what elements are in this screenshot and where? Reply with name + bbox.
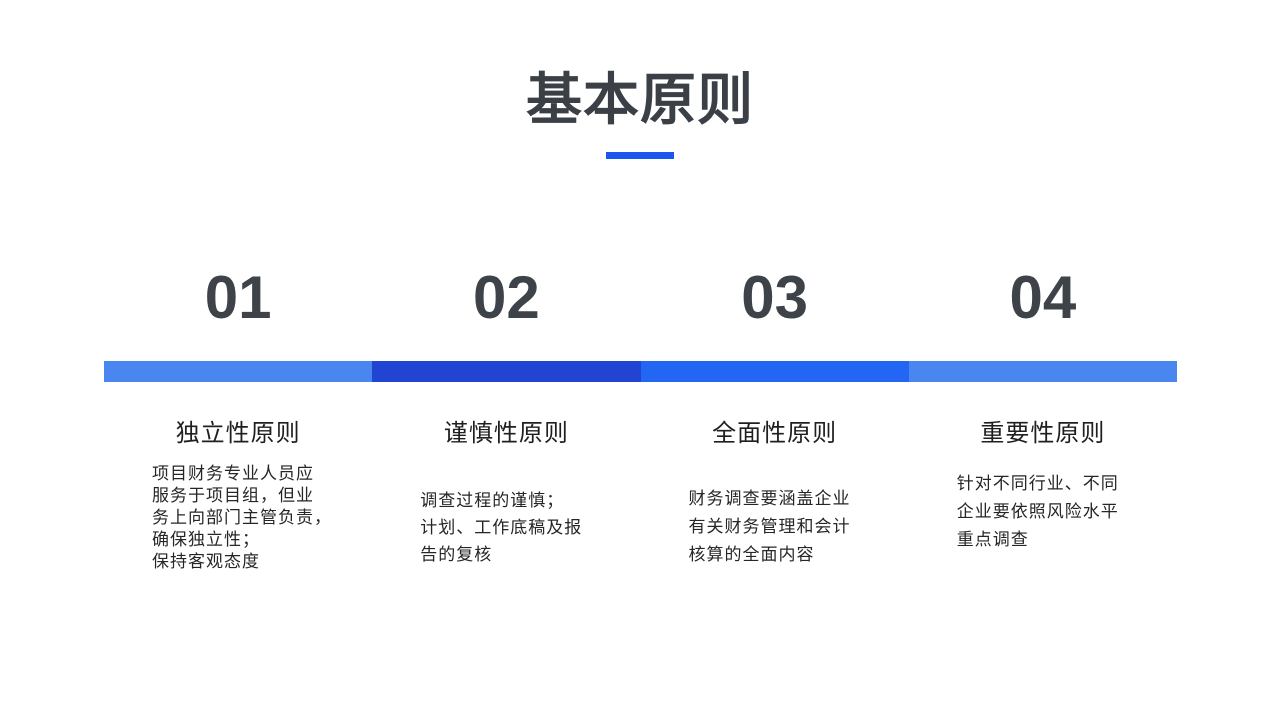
numbers-row: 01 02 03 04 <box>104 266 1177 330</box>
bar-segment-3 <box>640 361 909 382</box>
principle-heading: 重要性原则 <box>980 421 1106 447</box>
page-title: 基本原则 <box>526 68 754 131</box>
principle-number-03: 03 <box>741 264 808 331</box>
bar-segment-1 <box>104 361 373 382</box>
title-underline <box>606 152 674 159</box>
principle-heading: 独立性原则 <box>175 421 301 447</box>
principle-body: 调查过程的谨慎； 计划、工作底稿及报 告的复核 <box>420 491 583 564</box>
principle-body: 项目财务专业人员应 服务于项目组，但业 务上向部门主管负责， 确保独立性； 保持… <box>152 464 332 571</box>
principle-column-materiality: 重要性原则 针对不同行业、不同 企业要依照风险水平 重点调查 <box>909 420 1177 573</box>
principle-column-independence: 独立性原则 项目财务专业人员应 服务于项目组，但业 务上向部门主管负责， 确保独… <box>104 420 372 573</box>
principle-body: 针对不同行业、不同 企业要依照风险水平 重点调查 <box>956 474 1119 549</box>
principle-heading: 谨慎性原则 <box>443 421 569 447</box>
principle-number-04: 04 <box>1009 264 1077 331</box>
principle-number-02: 02 <box>473 264 540 331</box>
principle-column-prudence: 谨慎性原则 调查过程的谨慎； 计划、工作底稿及报 告的复核 <box>372 420 640 573</box>
bar-segment-2 <box>372 361 641 382</box>
principle-heading: 全面性原则 <box>712 421 838 447</box>
segmented-accent-bar <box>104 361 1177 382</box>
principle-number-01: 01 <box>204 264 272 331</box>
principle-column-comprehensiveness: 全面性原则 财务调查要涵盖企业 有关财务管理和会计 核算的全面内容 <box>641 420 909 573</box>
bar-segment-4 <box>908 361 1177 382</box>
principle-body: 财务调查要涵盖企业 有关财务管理和会计 核算的全面内容 <box>688 489 851 564</box>
principles-columns: 独立性原则 项目财务专业人员应 服务于项目组，但业 务上向部门主管负责， 确保独… <box>104 420 1177 573</box>
